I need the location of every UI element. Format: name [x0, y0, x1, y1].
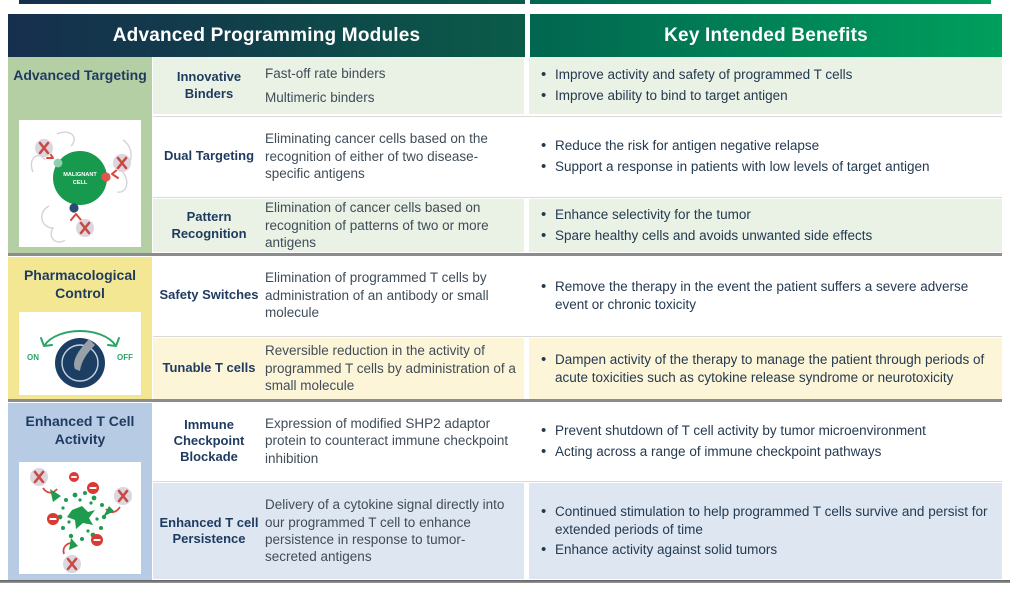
module-description: Delivery of a cytokine signal directly i… — [265, 497, 505, 565]
row-safety-switches-benefits: Remove the therapy in the event the pati… — [529, 257, 1002, 334]
benefit-item: Acting across a range of immune checkpoi… — [539, 442, 994, 461]
row-pattern-recognition-benefits: Enhance selectivity for the tumor Spare … — [529, 199, 1002, 252]
module-name: Innovative Binders — [176, 69, 242, 101]
row-divider — [153, 116, 1002, 117]
module-description: Fast-off rate binders Multimeric binders — [265, 66, 386, 105]
benefit-item: Enhance activity against solid tumors — [539, 540, 994, 559]
header-modules: Advanced Programming Modules — [8, 14, 525, 57]
module-name: Safety Switches — [159, 287, 259, 303]
benefit-item: Improve ability to bind to target antige… — [539, 86, 994, 105]
module-description: Expression of modified SHP2 adaptor prot… — [265, 415, 509, 466]
module-description: Reversible reduction in the activity of … — [265, 343, 516, 394]
row-divider — [153, 336, 1002, 337]
row-dual-targeting-benefits: Reduce the risk for antigen negative rel… — [529, 118, 1002, 195]
row-dual-targeting-module: Dual Targeting Eliminating cancer cells … — [153, 118, 524, 195]
row-safety-switches-module: Safety Switches Elimination of programme… — [153, 257, 524, 334]
row-divider — [153, 197, 1002, 198]
category-title: Advanced Targeting — [13, 67, 147, 83]
module-name: Enhanced T cell Persistence — [159, 514, 259, 546]
module-description: Elimination of cancer cells based on rec… — [265, 200, 489, 251]
benefit-item: Dampen activity of the therapy to manage… — [539, 350, 994, 386]
section-pharmacological-control: Pharmacological Control ON OFF — [8, 257, 152, 399]
header-divider — [525, 14, 530, 57]
row-t-cell-persistence-module: Enhanced T cell Persistence Delivery of … — [153, 483, 524, 579]
module-description: Eliminating cancer cells based on the re… — [265, 131, 488, 182]
module-name: Pattern Recognition — [171, 209, 247, 241]
module-name: Immune Checkpoint Blockade — [173, 416, 245, 465]
row-innovative-binders-module: Innovative Binders Fast-off rate binders… — [153, 57, 524, 114]
row-immune-checkpoint-benefits: Prevent shutdown of T cell activity by t… — [529, 403, 1002, 479]
row-tunable-t-cells-module: Tunable T cells Reversible reduction in … — [153, 338, 524, 399]
category-title: Pharmacological Control — [23, 267, 137, 302]
section-divider — [8, 253, 1002, 256]
top-edge-gap — [525, 0, 530, 4]
category-title: Enhanced T Cell Activity — [25, 413, 135, 448]
benefit-item: Continued stimulation to help programmed… — [539, 502, 994, 538]
on-off-dial-icon: ON OFF — [19, 312, 141, 395]
module-name: Dual Targeting — [163, 148, 255, 164]
benefit-item: Enhance selectivity for the tumor — [539, 205, 994, 224]
row-immune-checkpoint-module: Immune Checkpoint Blockade Expression of… — [153, 403, 524, 479]
dial-off-label: OFF — [117, 353, 133, 362]
row-tunable-t-cells-benefits: Dampen activity of the therapy to manage… — [529, 338, 1002, 399]
top-edge-right — [530, 0, 991, 4]
benefit-item: Support a response in patients with low … — [539, 157, 994, 176]
benefit-item: Reduce the risk for antigen negative rel… — [539, 136, 994, 155]
top-edge-strip — [19, 0, 991, 4]
top-edge-left — [19, 0, 525, 4]
malignant-cell-icon: MALIGNANT CELL — [19, 120, 141, 247]
benefit-item: Improve activity and safety of programme… — [539, 65, 994, 84]
antibody-right — [103, 487, 132, 517]
section-enhanced-t-cell-activity: Enhanced T Cell Activity — [8, 403, 152, 580]
section-advanced-targeting: Advanced Targeting MALIGNANT CELL — [8, 57, 152, 253]
benefit-item: Spare healthy cells and avoids unwanted … — [539, 226, 994, 245]
header-benefits: Key Intended Benefits — [530, 14, 1002, 57]
row-divider — [153, 481, 1002, 482]
section-divider — [8, 399, 1002, 402]
module-description: Elimination of programmed T cells by adm… — [265, 270, 489, 321]
benefit-item: Prevent shutdown of T cell activity by t… — [539, 421, 994, 440]
benefit-item: Remove the therapy in the event the pati… — [539, 277, 994, 313]
minus-badges — [47, 472, 103, 546]
row-pattern-recognition-module: Pattern Recognition Elimination of cance… — [153, 199, 524, 252]
table-header: Advanced Programming Modules Key Intende… — [8, 14, 1002, 57]
row-innovative-binders-benefits: Improve activity and safety of programme… — [529, 57, 1002, 114]
t-cell-activity-icon — [19, 462, 141, 574]
module-name: Tunable T cells — [162, 360, 256, 376]
antibody-top-left — [30, 468, 61, 502]
malignant-label-1: MALIGNANT — [63, 172, 97, 178]
row-t-cell-persistence-benefits: Continued stimulation to help programmed… — [529, 483, 1002, 579]
table-bottom-border — [0, 580, 1010, 583]
malignant-label-2: CELL — [73, 180, 88, 186]
dial-on-label: ON — [27, 353, 39, 362]
antibody-bottom — [62, 538, 81, 573]
